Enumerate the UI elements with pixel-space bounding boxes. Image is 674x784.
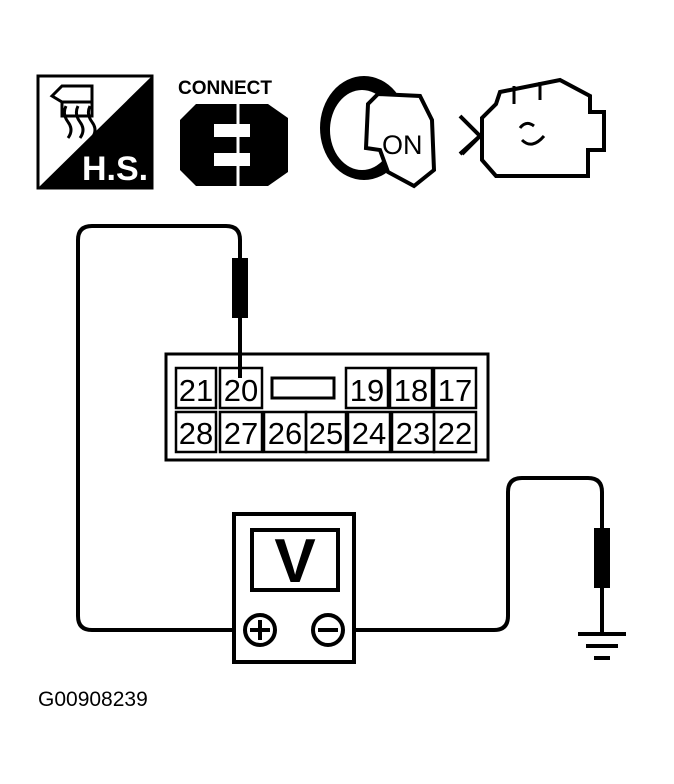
engine-icon <box>458 77 606 178</box>
connector-pin-28: 28 <box>179 416 213 451</box>
positive-test-lead <box>76 224 242 632</box>
connector-pin-23: 23 <box>396 416 430 451</box>
negative-test-lead <box>344 476 604 632</box>
connector-pin-25: 25 <box>309 416 343 451</box>
negative-probe <box>594 528 610 588</box>
positive-probe <box>232 258 248 318</box>
connector-pin-20: 20 <box>224 373 258 408</box>
connector-pin-18: 18 <box>394 373 428 408</box>
connector-pin-21: 21 <box>179 373 213 408</box>
connector-pin-24: 24 <box>352 416 386 451</box>
harness-connector: 21 20 19 18 17 28 27 26 25 24 23 22 <box>164 352 490 462</box>
figure-code: G00908239 <box>38 688 148 711</box>
ignition-key-icon: ON <box>320 76 437 189</box>
voltmeter-label: V <box>274 527 315 596</box>
connector-icon: CONNECT <box>178 78 288 186</box>
connector-pin-22: 22 <box>438 416 472 451</box>
connector-pin-26: 26 <box>268 416 302 451</box>
connector-pin-19: 19 <box>350 373 384 408</box>
ignition-on-label: ON <box>382 130 423 160</box>
connector-pin-17: 17 <box>438 373 472 408</box>
voltmeter: V <box>232 512 356 664</box>
hot-soak-label: H.S. <box>82 150 148 188</box>
connector-pin-27: 27 <box>224 416 258 451</box>
ground-symbol <box>578 632 626 660</box>
voltmeter-display <box>250 528 340 592</box>
hot-soak-icon: H.S. <box>36 74 154 190</box>
connect-label: CONNECT <box>178 78 272 99</box>
